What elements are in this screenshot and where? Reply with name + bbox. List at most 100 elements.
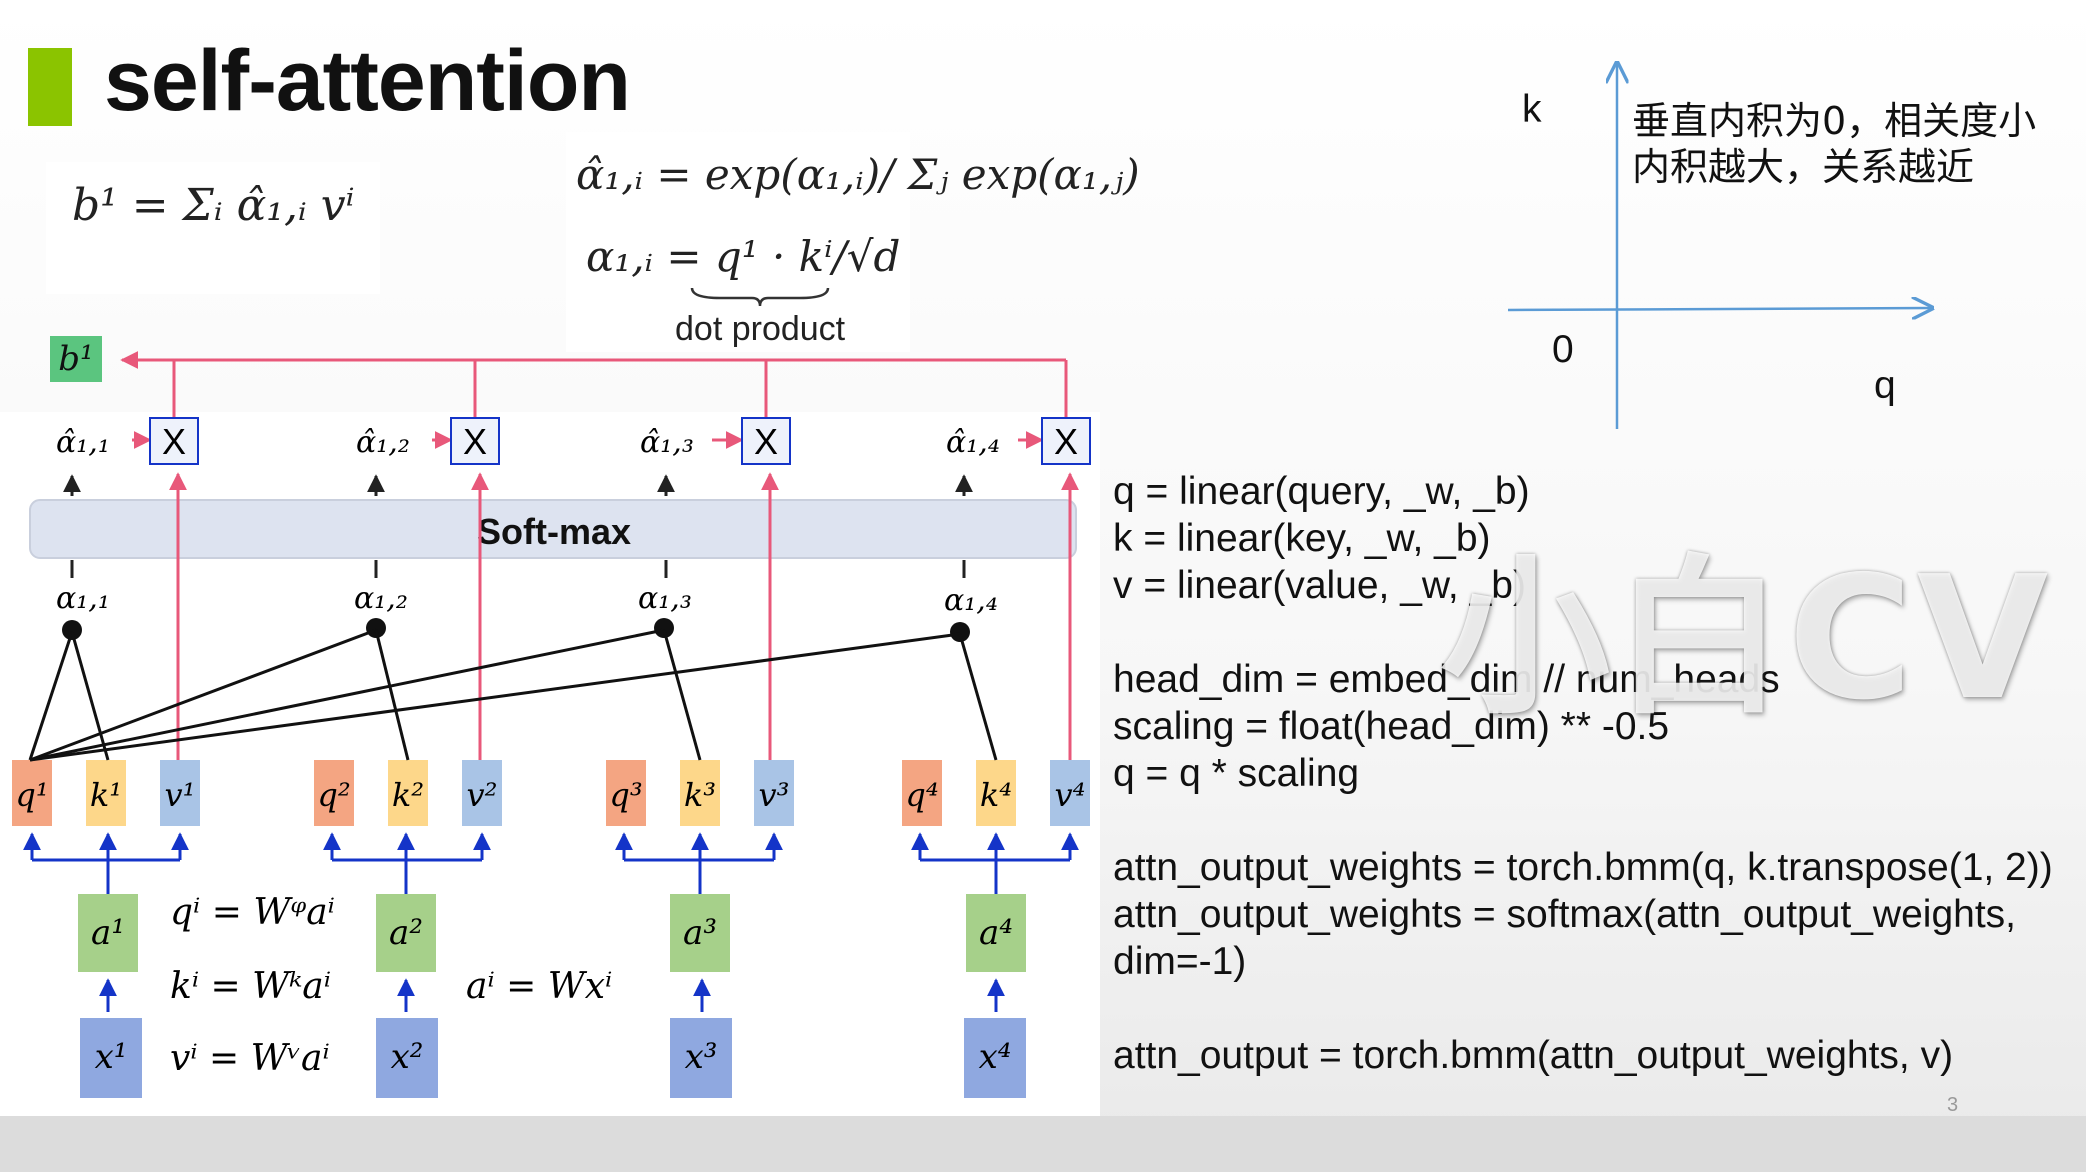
q-axis-label: q <box>1874 364 1896 407</box>
multiply-box-2 <box>450 417 500 465</box>
softmax-label: Soft-max <box>477 511 631 552</box>
formula-dot: α₁,ᵢ = q¹ · kⁱ/√d <box>586 232 901 281</box>
alpha-hat-4: α̂₁,₄ <box>946 425 1000 460</box>
code-line: v = linear(value, _w, _b) <box>1113 564 1526 607</box>
k-box-1 <box>86 760 126 826</box>
formula-panel-right <box>566 132 910 352</box>
x-box-4 <box>964 1018 1026 1098</box>
multiply-symbol-4: X <box>1054 421 1078 462</box>
equation-k: kⁱ = Wᵏaⁱ <box>170 966 331 1007</box>
v-box-1 <box>160 760 200 826</box>
x-label-4: x⁴ <box>979 1037 1012 1077</box>
code-line: k = linear(key, _w, _b) <box>1113 517 1491 560</box>
alpha-1: α₁,₁ <box>56 581 110 616</box>
a-label-4: a⁴ <box>979 913 1013 953</box>
alpha-hat-2: α̂₁,₂ <box>356 425 410 460</box>
code-block: q = linear(query, _w, _b) k = linear(key… <box>1113 468 2053 1079</box>
equation-a: aⁱ = Wxⁱ <box>466 966 612 1007</box>
v-label-4: v⁴ <box>1055 776 1086 814</box>
dot-connectors <box>28 628 998 762</box>
x-box-3 <box>670 1018 732 1098</box>
q-axis-line <box>1507 308 1932 310</box>
output-b1-box <box>50 336 102 382</box>
attention-diagram: b¹ Soft-max α̂₁,₁ X α₁,₁ q¹ k¹ v¹ <box>12 336 1091 1098</box>
alpha-2: α₁,₂ <box>354 581 408 616</box>
k-axis-label: k <box>1522 88 1542 131</box>
code-line: head_dim = embed_dim // num_heads <box>1113 658 1780 701</box>
q-label-3: q³ <box>609 776 642 814</box>
origin-label: 0 <box>1552 328 1574 371</box>
x-label-1: x¹ <box>95 1037 128 1077</box>
page-number: 3 <box>1947 1094 1959 1116</box>
q-box-1 <box>12 760 52 826</box>
column-4: α̂₁,₄ X α₁,₄ q⁴ k⁴ v⁴ a⁴ x⁴ <box>902 417 1091 1098</box>
v-label-3: v³ <box>759 776 790 814</box>
code-line: q = q * scaling <box>1113 752 1360 795</box>
column-3: α̂₁,₃ X α₁,₃ q³ k³ v³ a³ x³ <box>606 417 794 1098</box>
formula-softmax: α̂₁,ᵢ = exp(α₁,ᵢ)/ Σⱼ exp(α₁,ⱼ) <box>576 150 1140 199</box>
a-label-1: a¹ <box>91 913 125 953</box>
k-box-3 <box>680 760 720 826</box>
a-box-4 <box>966 894 1026 972</box>
alpha-3: α₁,₃ <box>638 581 692 616</box>
softmax-bar <box>29 499 1077 559</box>
k-label-1: k¹ <box>90 776 122 814</box>
code-line: scaling = float(head_dim) ** -0.5 <box>1113 705 1670 748</box>
q-box-2 <box>314 760 354 826</box>
x-box-1 <box>80 1018 142 1098</box>
code-line <box>1113 985 2053 1032</box>
k-label-3: k³ <box>684 776 716 814</box>
equation-q: qⁱ = Wᵠaⁱ <box>170 892 335 933</box>
formula-b1-sum: b¹ = Σᵢ α̂₁,ᵢ vⁱ <box>72 180 355 231</box>
multiply-symbol-3: X <box>754 421 778 462</box>
code-line: attn_output = torch.bmm(attn_output_weig… <box>1113 1034 1954 1077</box>
a-box-2 <box>376 894 436 972</box>
multiply-box-1 <box>149 417 199 465</box>
dot-brace <box>690 287 830 307</box>
axes-note-line2: 内积越大，关系越近 <box>1632 145 1975 189</box>
k-label-2: k² <box>392 776 424 814</box>
k-box-4 <box>976 760 1016 826</box>
slide-title: self-attention <box>104 33 631 129</box>
x-label-2: x² <box>391 1037 424 1077</box>
equation-v: vⁱ = Wᵛaⁱ <box>170 1038 330 1079</box>
v-box-2 <box>462 760 502 826</box>
a-box-1 <box>78 894 138 972</box>
output-b1-label: b¹ <box>58 339 93 379</box>
q-box-4 <box>902 760 942 826</box>
x-label-3: x³ <box>685 1037 718 1077</box>
alpha-hat-3: α̂₁,₃ <box>640 425 694 460</box>
code-line: attn_output_weights = torch.bmm(q, k.tra… <box>1113 846 2053 889</box>
v-label-1: v¹ <box>165 776 196 814</box>
axes-note-line1: 垂直内积为0，相关度小 <box>1632 99 2037 143</box>
a-label-2: a² <box>389 913 423 953</box>
q-label-2: q² <box>317 776 350 814</box>
code-line: q = linear(query, _w, _b) <box>1113 470 1530 513</box>
code-line <box>1113 797 2053 844</box>
q-label-4: q⁴ <box>905 776 938 814</box>
k-box-2 <box>388 760 428 826</box>
alpha-hat-1: α̂₁,₁ <box>56 425 110 460</box>
multiply-symbol-2: X <box>463 421 487 462</box>
v-box-3 <box>754 760 794 826</box>
column-1: α̂₁,₁ X α₁,₁ q¹ k¹ v¹ a¹ x¹ <box>12 417 200 1098</box>
k-label-4: k⁴ <box>980 776 1012 814</box>
x-box-2 <box>376 1018 438 1098</box>
multiply-box-4 <box>1041 417 1091 465</box>
formula-panel-left <box>46 162 380 294</box>
bottom-band <box>0 1116 2086 1172</box>
a-box-3 <box>670 894 730 972</box>
code-line: dim=-1) <box>1113 940 1247 983</box>
watermark: 小白CV <box>1440 540 2053 738</box>
alpha-4: α₁,₄ <box>944 583 998 618</box>
qk-axes <box>1507 55 1940 429</box>
v-label-2: v² <box>467 776 498 814</box>
dot-product-caption: dot product <box>675 310 846 348</box>
v-box-4 <box>1050 760 1090 826</box>
code-line: attn_output_weights = softmax(attn_outpu… <box>1113 893 2016 936</box>
q-box-3 <box>606 760 646 826</box>
column-2: α̂₁,₂ X α₁,₂ q² k² v² a² x² <box>314 417 502 1098</box>
q-label-1: q¹ <box>15 776 48 814</box>
title-accent-bar <box>28 48 72 126</box>
multiply-box-3 <box>741 417 791 465</box>
